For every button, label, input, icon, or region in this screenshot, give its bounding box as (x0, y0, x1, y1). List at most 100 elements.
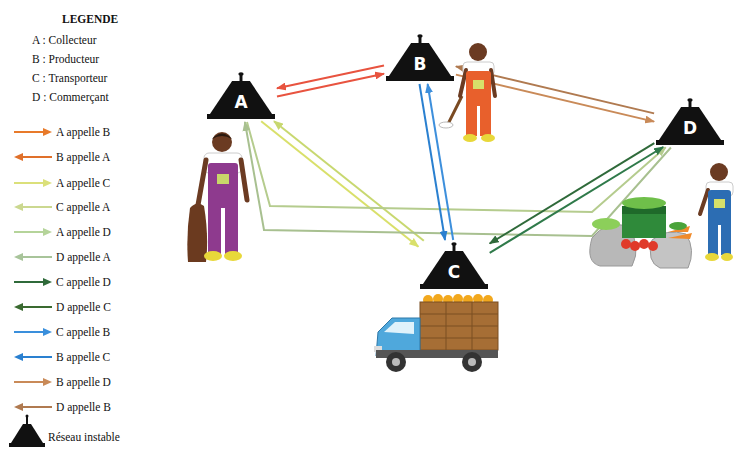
node-letter: C (420, 263, 488, 281)
legend-text: B appelle C (56, 350, 110, 364)
truck-figure-part (472, 302, 473, 350)
producer-figure-part (481, 134, 495, 142)
call-arrow (277, 66, 384, 89)
producer-figure-part (463, 134, 477, 142)
network-tower-node: A (207, 72, 275, 120)
legend-arrow-sample-part (14, 182, 44, 184)
legend-text: B appelle A (56, 150, 110, 164)
legend-arrow-sample-part (14, 231, 44, 233)
producer-figure-part (448, 96, 462, 124)
legend-arrow-sample-part (43, 278, 52, 286)
legend-arrow-sample-part (14, 131, 44, 133)
truck-figure-part (384, 322, 414, 334)
legend-arrow-sample-part (43, 328, 52, 336)
tower-antenna-tip (417, 34, 422, 38)
unstable-network-symbol (9, 415, 45, 448)
legend-text: C appelle B (56, 325, 110, 339)
collector-figure-part (187, 203, 207, 262)
producer-figure (439, 43, 495, 142)
network-tower-node: C (420, 242, 488, 290)
legend-arrow-sample-part (43, 228, 52, 236)
legend-arrow-sample-part (14, 403, 23, 411)
collector-figure (187, 132, 247, 262)
legend-arrow-sample-part (14, 281, 44, 283)
collector-figure-part (204, 251, 222, 261)
legend-arrow-sample-part (14, 331, 44, 333)
legend-text: Réseau instable (48, 430, 120, 444)
node-letter: D (656, 119, 724, 137)
truck-figure-part (420, 338, 498, 339)
network-tower-node: D (656, 98, 724, 146)
tower-antenna-tip (238, 72, 243, 76)
producer-figure-part (466, 103, 477, 136)
call-arrow (261, 121, 418, 247)
legend-text: D appelle C (56, 300, 111, 314)
collector-figure-part (224, 251, 242, 261)
producer-figure-part (473, 80, 484, 89)
producer-figure-part (439, 122, 453, 128)
node-letter: B (386, 55, 454, 73)
legend-arrow-sample-part (14, 253, 23, 261)
legend-arrow-sample-part (14, 203, 23, 211)
tower-base (386, 76, 454, 81)
legend-arrow-sample-part (43, 128, 52, 136)
legend-text: A appelle B (56, 125, 110, 139)
legend-text: D appelle A (56, 250, 111, 264)
unstable-network-symbol-part (9, 443, 45, 447)
legend-arrow-sample-part (22, 156, 52, 158)
truck-figure-part (420, 326, 498, 327)
legend-arrow-sample (14, 128, 52, 411)
legend-arrow-sample-part (22, 306, 52, 308)
collector-figure-part (241, 160, 247, 200)
legend-text: A appelle D (56, 225, 111, 239)
trader-figure-part (714, 199, 725, 208)
truck-figure-part (386, 352, 406, 372)
node-letter: A (207, 93, 275, 111)
legend-arrow-sample-part (22, 406, 52, 408)
collector-figure-part (212, 132, 232, 152)
legend-text: C appelle A (56, 200, 110, 214)
trader-figure-part (622, 197, 666, 209)
truck-figure-part (468, 358, 476, 366)
legend-text: A : Collecteur (32, 33, 97, 47)
legend-arrow-sample-part (14, 353, 23, 361)
legend-heading: LEGENDE (62, 12, 118, 26)
truck-figure-part (420, 314, 498, 315)
tower-base (420, 284, 488, 289)
collector-figure-part (208, 204, 221, 254)
tower-antenna-tip (451, 242, 456, 246)
legend-arrow-sample-part (14, 381, 44, 383)
tower-base (656, 140, 724, 145)
producer-figure-part (480, 103, 491, 136)
trader-figure-part (630, 241, 640, 251)
trader-figure-part (592, 218, 620, 230)
legend-text: D : Commerçant (32, 90, 109, 104)
call-arrow (247, 122, 666, 212)
tower-antenna-tip (687, 98, 692, 102)
truck-figure-part (446, 302, 447, 350)
legend-text: C : Transporteur (32, 71, 107, 85)
trader-figure-part (669, 222, 687, 230)
truck-figure (374, 294, 498, 372)
trader-figure (590, 163, 733, 268)
trader-figure-part (721, 253, 733, 261)
legend-arrow-sample-part (22, 256, 52, 258)
legend-arrow-sample-part (14, 153, 23, 161)
trader-figure-part (668, 233, 692, 239)
trader-figure-part (721, 222, 731, 255)
collector-figure-part (212, 134, 232, 140)
tower-base (207, 114, 275, 119)
collector-figure-part (217, 174, 229, 184)
truck-figure-part (462, 352, 482, 372)
legend-arrow-sample-part (43, 378, 52, 386)
legend-text: B appelle D (56, 375, 111, 389)
truck-figure-part (392, 358, 400, 366)
call-arrow (274, 121, 424, 241)
legend-arrow-sample-part (22, 206, 52, 208)
unstable-network-symbol-part (11, 424, 43, 443)
collector-figure-part (225, 204, 238, 254)
producer-figure-part (469, 43, 487, 61)
unstable-network-symbol-part (26, 415, 29, 418)
call-arrow (420, 84, 446, 240)
